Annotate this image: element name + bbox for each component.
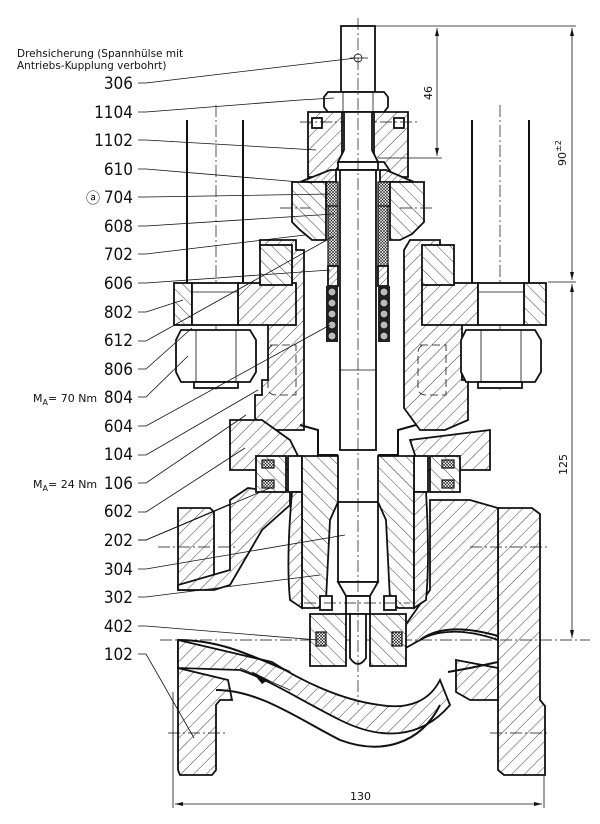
rotation-lock-note-line2: Antriebs-Kupplung verbohrt) xyxy=(17,60,166,72)
part-label-104: 104 xyxy=(104,445,133,465)
leader-lines xyxy=(138,57,357,739)
dim-90-text: 90±2 xyxy=(554,140,569,166)
part-label-702: 702 xyxy=(104,245,133,265)
part-label-1102: 1102 xyxy=(94,131,133,151)
plug-302 xyxy=(304,500,410,705)
bonnet-104 xyxy=(229,239,491,471)
dim-130-text: 130 xyxy=(350,790,371,803)
dim-125-text: 125 xyxy=(557,454,570,475)
part-label-602: 602 xyxy=(104,502,133,522)
rotation-lock-note-line1: Drehsicherung (Spannhülse mit xyxy=(17,48,183,60)
valve-body-102 xyxy=(158,487,590,776)
torque-note-804: MA= 70 Nm xyxy=(33,392,97,407)
torque-note-106: MA= 24 Nm xyxy=(33,478,97,493)
part-label-106: 106 xyxy=(104,474,133,494)
dimension-125: 125 xyxy=(557,284,574,638)
part-labels: 306 1104 1102 610 704 ⓐ 608 702 606 802 … xyxy=(86,74,133,665)
dim-46-text: 46 xyxy=(422,86,435,100)
part-label-606: 606 xyxy=(104,274,133,294)
part-label-802: 802 xyxy=(104,303,133,323)
part-label-302: 302 xyxy=(104,588,133,608)
spring-606-left xyxy=(326,286,338,342)
dimension-46: 46 xyxy=(375,25,442,159)
stud-bolt-left xyxy=(173,105,297,390)
part-label-612: 612 xyxy=(104,331,133,351)
part-label-704: 704 xyxy=(104,188,133,208)
part-label-806: 806 xyxy=(104,360,133,380)
part-label-804: 804 xyxy=(104,388,133,408)
circled-a-icon: ⓐ xyxy=(86,191,100,207)
part-label-604: 604 xyxy=(104,417,133,437)
bonnet-bore xyxy=(299,424,417,456)
part-label-402: 402 xyxy=(104,617,133,637)
part-label-102: 102 xyxy=(104,645,133,665)
svg-text:MA= 24 Nm: MA= 24 Nm xyxy=(33,478,97,493)
dimension-130: 130 xyxy=(172,692,545,808)
part-label-608: 608 xyxy=(104,217,133,237)
part-label-610: 610 xyxy=(104,160,133,180)
spring-606-right xyxy=(378,286,390,342)
part-label-1104: 1104 xyxy=(94,103,133,123)
svg-text:MA= 70 Nm: MA= 70 Nm xyxy=(33,392,97,407)
gland-flange-608 xyxy=(259,244,455,286)
part-label-306: 306 xyxy=(104,74,133,94)
dimension-90: 90±2 xyxy=(442,25,576,283)
part-label-304: 304 xyxy=(104,560,133,580)
part-label-202: 202 xyxy=(104,531,133,551)
packing-set xyxy=(280,169,432,342)
stud-bolt-right xyxy=(421,105,547,390)
